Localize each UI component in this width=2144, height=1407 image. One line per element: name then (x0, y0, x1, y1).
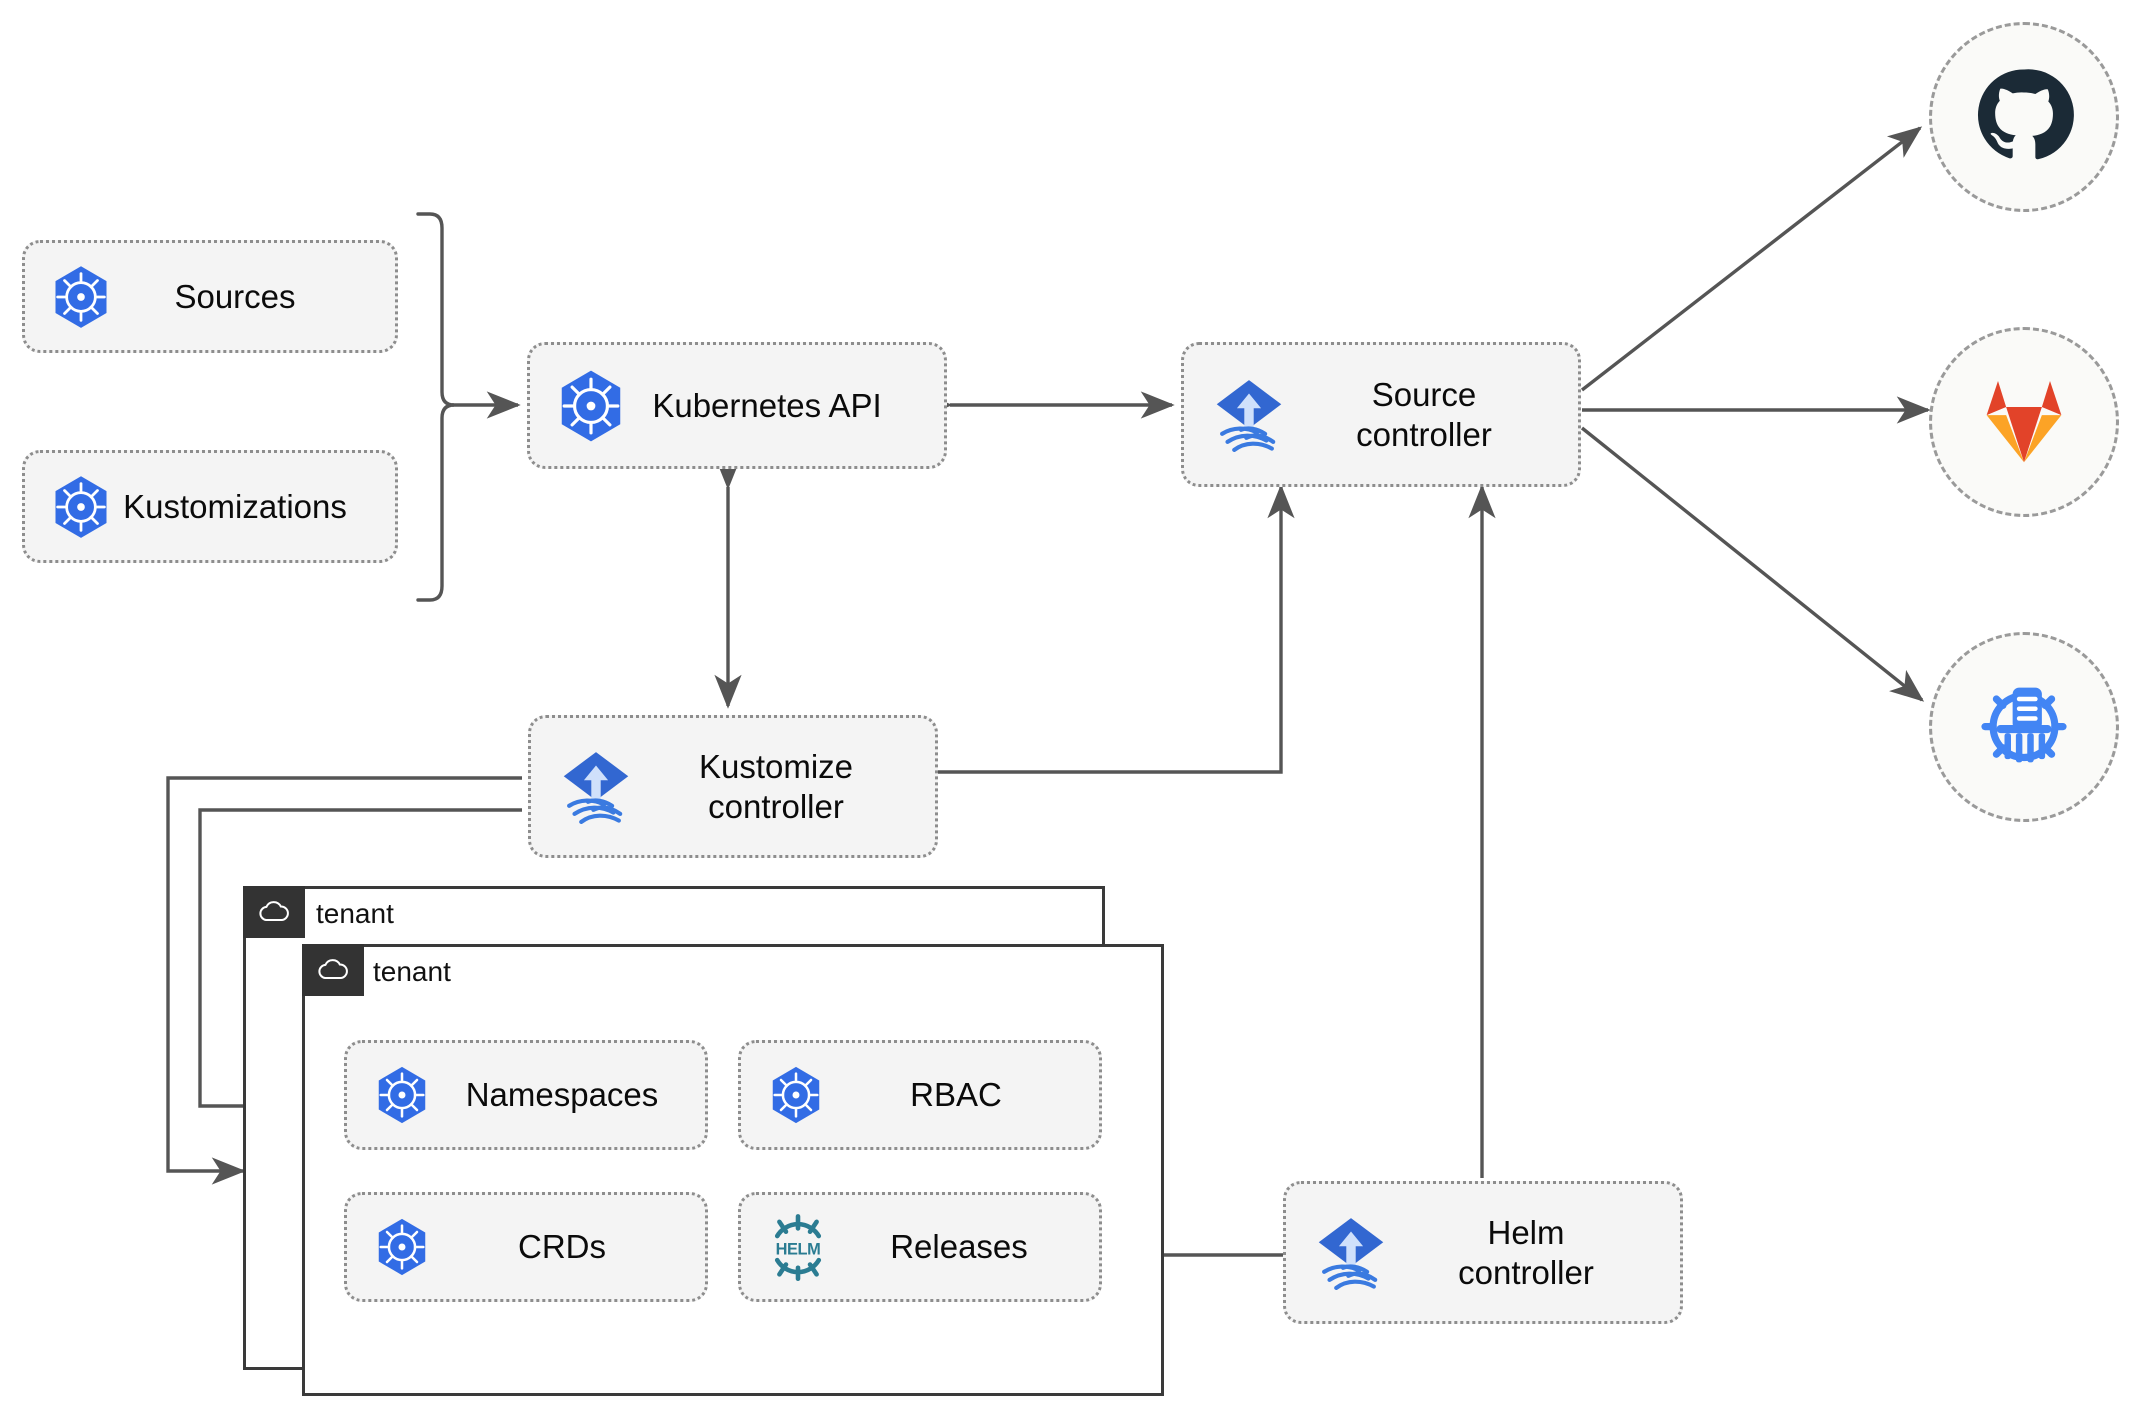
bucket-icon (1972, 673, 2076, 782)
node-label: Sources (174, 277, 296, 315)
cloud-icon (259, 901, 289, 921)
node-label: Helm controller (1458, 1213, 1594, 1291)
flux-icon (531, 744, 645, 830)
node-releases[interactable]: HELM Releases (738, 1192, 1102, 1302)
kubernetes-icon (552, 367, 630, 445)
node-kustomize-controller[interactable]: Kustomize controller (528, 715, 938, 858)
tenant-inner-tab (302, 944, 364, 996)
kubernetes-icon (347, 1216, 441, 1278)
node-kustomizations[interactable]: Kustomizations (22, 450, 398, 563)
endpoint-github[interactable] (1929, 22, 2119, 212)
node-namespaces[interactable]: Namespaces (344, 1040, 708, 1150)
flux-icon (1184, 372, 1298, 458)
brace-connector (416, 212, 455, 602)
node-label: Kubernetes API (652, 386, 882, 424)
tenant-inner-label: tenant (373, 956, 451, 987)
node-label: CRDs (518, 1228, 606, 1266)
tenant-outer-tab (243, 886, 305, 938)
node-helm-controller[interactable]: Helm controller (1283, 1181, 1683, 1324)
tenant-inner-body (305, 947, 1161, 1393)
tenant-inner-frame[interactable] (302, 944, 1164, 1396)
node-label: Namespaces (465, 1076, 659, 1114)
node-kubernetes-api[interactable]: Kubernetes API (527, 342, 947, 469)
flux-icon (1286, 1210, 1400, 1296)
endpoint-gitlab[interactable] (1929, 327, 2119, 517)
kubernetes-icon (47, 473, 115, 541)
github-icon (1972, 63, 2076, 172)
node-label: Source controller (1356, 375, 1492, 453)
node-crds[interactable]: CRDs (344, 1192, 708, 1302)
svg-text:HELM: HELM (776, 1241, 821, 1259)
node-label: RBAC (910, 1076, 1002, 1114)
edge-kustomize-to-source (938, 484, 1295, 774)
gitlab-icon (1972, 368, 2076, 477)
endpoint-bucket[interactable] (1929, 632, 2119, 822)
tenant-outer-label: tenant (316, 898, 394, 929)
helm-icon: HELM (741, 1212, 841, 1282)
node-label: Kustomizations (123, 487, 347, 525)
node-rbac[interactable]: RBAC (738, 1040, 1102, 1150)
edge-source-to-github (1580, 126, 1923, 392)
node-label: Kustomize controller (698, 747, 854, 825)
kubernetes-icon (47, 263, 115, 331)
kubernetes-icon (741, 1064, 835, 1126)
kubernetes-icon (347, 1064, 441, 1126)
node-label: Releases (890, 1228, 1028, 1266)
edge-source-to-bucket (1580, 426, 1925, 702)
cloud-icon (318, 959, 348, 979)
node-sources[interactable]: Sources (22, 240, 398, 353)
node-source-controller[interactable]: Source controller (1181, 342, 1581, 487)
